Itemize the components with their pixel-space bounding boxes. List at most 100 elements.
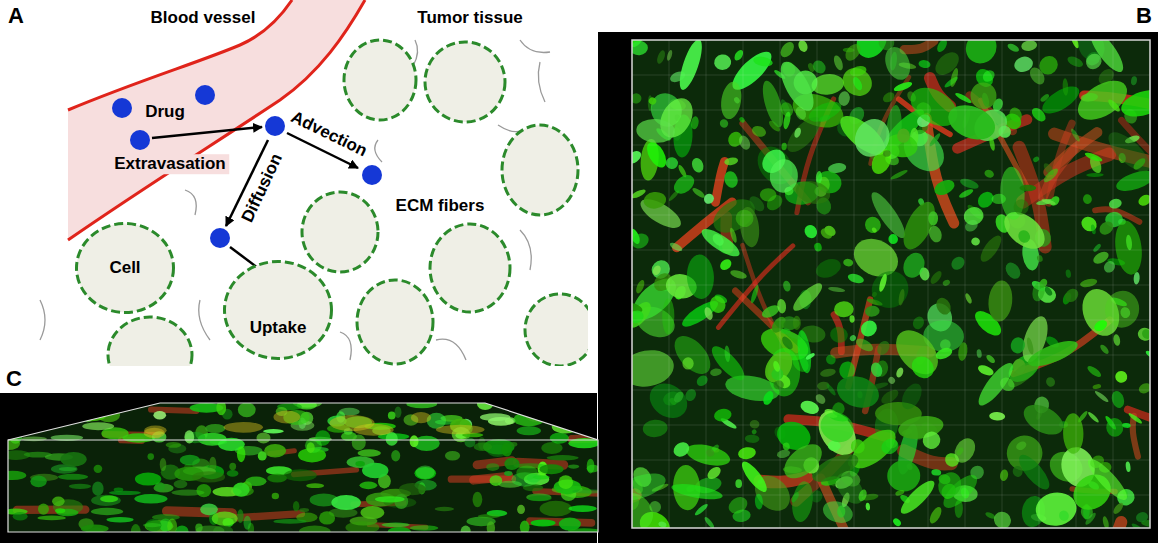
green-cell-signal xyxy=(875,339,893,358)
green-cell-signal xyxy=(1087,411,1100,424)
green-cell-signal xyxy=(1091,249,1110,266)
red-fiber-signal xyxy=(1043,149,1074,197)
green-cell-signal xyxy=(761,389,775,406)
tumor-cell xyxy=(525,294,588,366)
drug-particle xyxy=(210,228,230,248)
region-label: ECM fibers xyxy=(396,196,485,216)
green-cell-signal xyxy=(1063,413,1084,454)
green-cell-signal xyxy=(819,368,836,379)
green-cell-signal xyxy=(733,207,756,229)
green-cell-signal xyxy=(94,465,103,473)
ecm-fiber xyxy=(185,190,196,215)
green-cell-signal xyxy=(949,254,967,272)
green-cell-signal xyxy=(233,483,250,497)
green-cell-signal xyxy=(527,405,541,416)
green-cell-signal xyxy=(690,156,705,174)
volume-frame xyxy=(632,40,1150,528)
green-cell-signal xyxy=(1108,197,1123,209)
green-cell-signal xyxy=(813,242,823,253)
green-cell-signal xyxy=(1016,228,1032,245)
green-cell-signal xyxy=(273,519,306,524)
green-cell-signal xyxy=(897,197,941,254)
green-cell-signal xyxy=(773,380,783,389)
green-cell-signal xyxy=(0,437,20,450)
green-cell-signal xyxy=(1042,166,1060,184)
green-cell-signal xyxy=(1137,326,1150,342)
green-cell-signal xyxy=(131,524,140,538)
panel-a-ground xyxy=(0,0,588,366)
green-cell-signal xyxy=(810,58,828,76)
ecm-fibers xyxy=(40,40,550,360)
green-cell-signal xyxy=(977,232,1005,264)
green-cell-signal xyxy=(355,461,364,467)
ecm-fiber xyxy=(520,40,550,53)
green-cell-signal xyxy=(264,444,286,457)
grid-line xyxy=(632,460,1150,461)
green-cell-signal xyxy=(883,150,891,156)
green-cell-signal xyxy=(729,269,747,281)
green-cell-signal xyxy=(1041,198,1056,206)
green-cell-signal xyxy=(887,460,921,492)
drug-particle xyxy=(112,98,132,118)
green-cell-signal xyxy=(997,375,1017,394)
green-cell-signal xyxy=(1019,399,1069,441)
ecm-fiber xyxy=(340,332,351,360)
green-cell-signal xyxy=(943,99,1000,146)
green-cell-signal xyxy=(148,453,155,460)
green-cell-signal xyxy=(778,437,828,485)
grid-line xyxy=(854,40,855,528)
grid-line xyxy=(928,40,929,528)
green-cell-signal xyxy=(69,484,91,489)
green-cell-signal xyxy=(710,368,723,377)
green-cell-signal xyxy=(865,305,880,317)
green-cell-signal xyxy=(307,442,315,453)
green-cell-signal xyxy=(410,525,438,531)
green-cell-signal xyxy=(94,406,108,415)
green-cell-signal xyxy=(686,254,715,300)
green-cell-signal xyxy=(331,495,361,510)
green-cell-signal xyxy=(1082,194,1092,205)
green-cell-signal xyxy=(1086,364,1103,379)
green-cell-signal xyxy=(887,376,897,386)
green-cell-signal xyxy=(698,224,743,261)
green-cell-signal xyxy=(1079,214,1100,235)
green-cell-signal xyxy=(361,506,385,519)
green-cell-signal xyxy=(893,80,913,93)
green-cell-signal xyxy=(1140,327,1150,340)
green-cell-signal xyxy=(554,406,563,421)
green-cell-signal xyxy=(1112,219,1145,276)
green-cell-signal xyxy=(1062,78,1069,96)
green-cell-signal xyxy=(632,308,646,325)
grid-line xyxy=(669,40,670,528)
green-cell-signal xyxy=(1026,337,1035,355)
green-cell-signal xyxy=(474,443,493,452)
grid-line xyxy=(1076,40,1077,528)
green-cell-signal xyxy=(1106,98,1121,113)
green-cell-signal xyxy=(703,516,715,528)
grid-line xyxy=(632,285,1150,286)
green-cell-signal xyxy=(100,496,118,503)
green-cell-signal xyxy=(751,124,768,138)
green-cell-signal xyxy=(114,488,124,492)
green-cell-signal xyxy=(1079,277,1098,288)
grid-line xyxy=(965,40,966,528)
green-cell-signal xyxy=(195,523,202,532)
green-cell-signal xyxy=(960,40,1003,69)
green-cell-signal xyxy=(1036,254,1043,262)
green-cell-signal xyxy=(713,53,732,71)
grid-line xyxy=(817,40,818,528)
green-cell-signal xyxy=(550,412,566,420)
tumor-cell: Uptake xyxy=(223,260,333,360)
slab-background xyxy=(8,403,598,532)
green-cell-signal xyxy=(658,521,667,528)
ecm-fiber xyxy=(520,230,531,270)
green-cell-signal xyxy=(229,463,236,470)
cell-outline xyxy=(223,260,333,360)
green-cell-signal xyxy=(776,448,791,459)
process-label: Extravasation xyxy=(111,154,229,174)
green-cell-signal xyxy=(959,177,980,191)
green-cell-signal xyxy=(675,40,706,92)
green-cell-signal xyxy=(669,241,684,253)
green-cell-signal xyxy=(587,459,595,474)
green-cell-signal xyxy=(1086,173,1104,177)
